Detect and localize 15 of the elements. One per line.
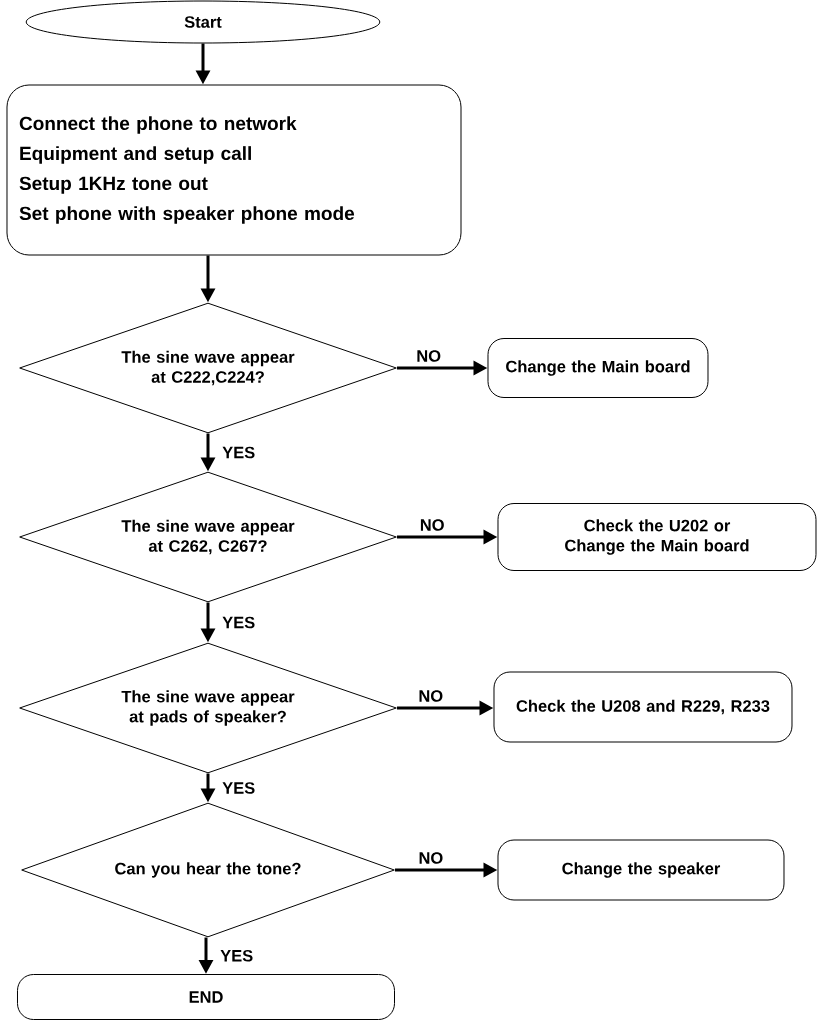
process-box: Change the speaker — [497, 839, 785, 901]
process-box: Check the U202 or Change the Main board — [497, 503, 817, 571]
edge-label: YES — [220, 780, 258, 796]
edge-label: YES — [220, 444, 258, 461]
edge-label: NO — [416, 688, 446, 704]
process-box: Change the Main board — [487, 338, 709, 398]
edge-label: YES — [220, 614, 258, 631]
edge-label: NO — [414, 348, 444, 364]
edge-label: NO — [417, 517, 447, 533]
edge-label: NO — [416, 850, 446, 866]
end-box: END — [17, 974, 395, 1020]
start-oval: Start — [25, 0, 381, 44]
process-box: Connect the phone to network Equipment and setup call Setup 1KHz tone out Set phone with speaker phone mode — [6, 84, 462, 256]
process-box: Check the U208 and R229, R233 — [493, 671, 793, 743]
edge-label: YES — [218, 947, 256, 964]
